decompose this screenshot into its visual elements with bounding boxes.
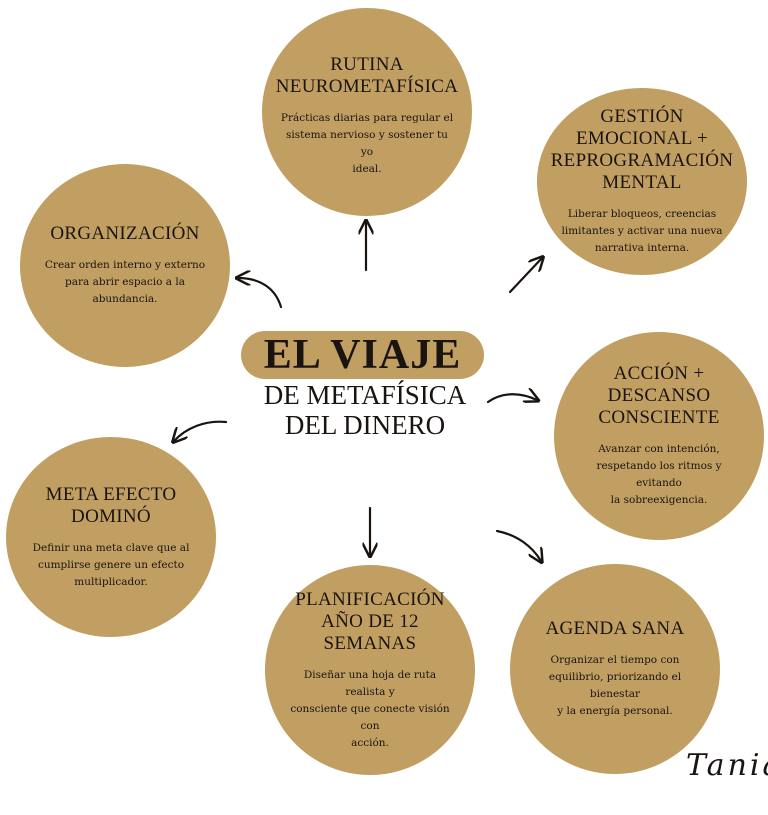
subtitle: DE METAFÍSICA DEL DINERO: [263, 380, 467, 440]
node-title: GESTIÓN EMOCIONAL + REPROGRAMACIÓN MENTA…: [550, 106, 734, 193]
node-title: RUTINA NEUROMETAFÍSICA: [275, 54, 459, 97]
node-title: PLANIFICACIÓN AÑO DE 12 SEMANAS: [295, 588, 445, 654]
node-gestion: GESTIÓN EMOCIONAL + REPROGRAMACIÓN MENTA…: [537, 88, 747, 275]
arrow-to-agenda: [495, 529, 541, 561]
node-description: Organizar el tiempo con equilibrio, prio…: [548, 654, 682, 717]
node-description: Diseñar una hoja de ruta realista y cons…: [290, 668, 450, 749]
node-description: Avanzar con intención, respetando los ri…: [596, 443, 722, 506]
node-rutina: RUTINA NEUROMETAFÍSICA Prácticas diarias…: [262, 8, 472, 216]
node-title: AGENDA SANA: [545, 618, 685, 639]
node-title: META EFECTO DOMINÓ: [45, 483, 177, 527]
node-title: ORGANIZACIÓN: [50, 223, 200, 244]
signature: Tania: [686, 748, 768, 783]
arrow-to-accion: [486, 394, 537, 404]
arrow-to-gestion: [508, 258, 542, 294]
node-description: Definir una meta clave que al cumplirse …: [32, 541, 190, 588]
node-agenda: AGENDA SANA Organizar el tiempo con equi…: [510, 564, 720, 774]
node-title: ACCIÓN + DESCANSO CONSCIENTE: [598, 363, 720, 428]
arrow-to-organizacion: [238, 278, 283, 309]
node-description: Crear orden interno y externo para abrir…: [44, 259, 206, 305]
node-description: Prácticas diarias para regular el sistem…: [280, 112, 454, 175]
node-meta: META EFECTO DOMINÓ Definir una meta clav…: [6, 437, 216, 637]
node-description: Liberar bloqueos, creencias limitantes y…: [561, 208, 723, 254]
arrow-to-meta: [174, 420, 228, 441]
node-accion: ACCIÓN + DESCANSO CONSCIENTE Avanzar con…: [554, 332, 764, 540]
node-planificacion: PLANIFICACIÓN AÑO DE 12 SEMANAS Diseñar …: [265, 565, 475, 775]
node-organizacion: ORGANIZACIÓN Crear orden interno y exter…: [20, 164, 230, 367]
title-pill: EL VIAJE: [241, 331, 484, 379]
main-title: EL VIAJE: [263, 332, 462, 378]
